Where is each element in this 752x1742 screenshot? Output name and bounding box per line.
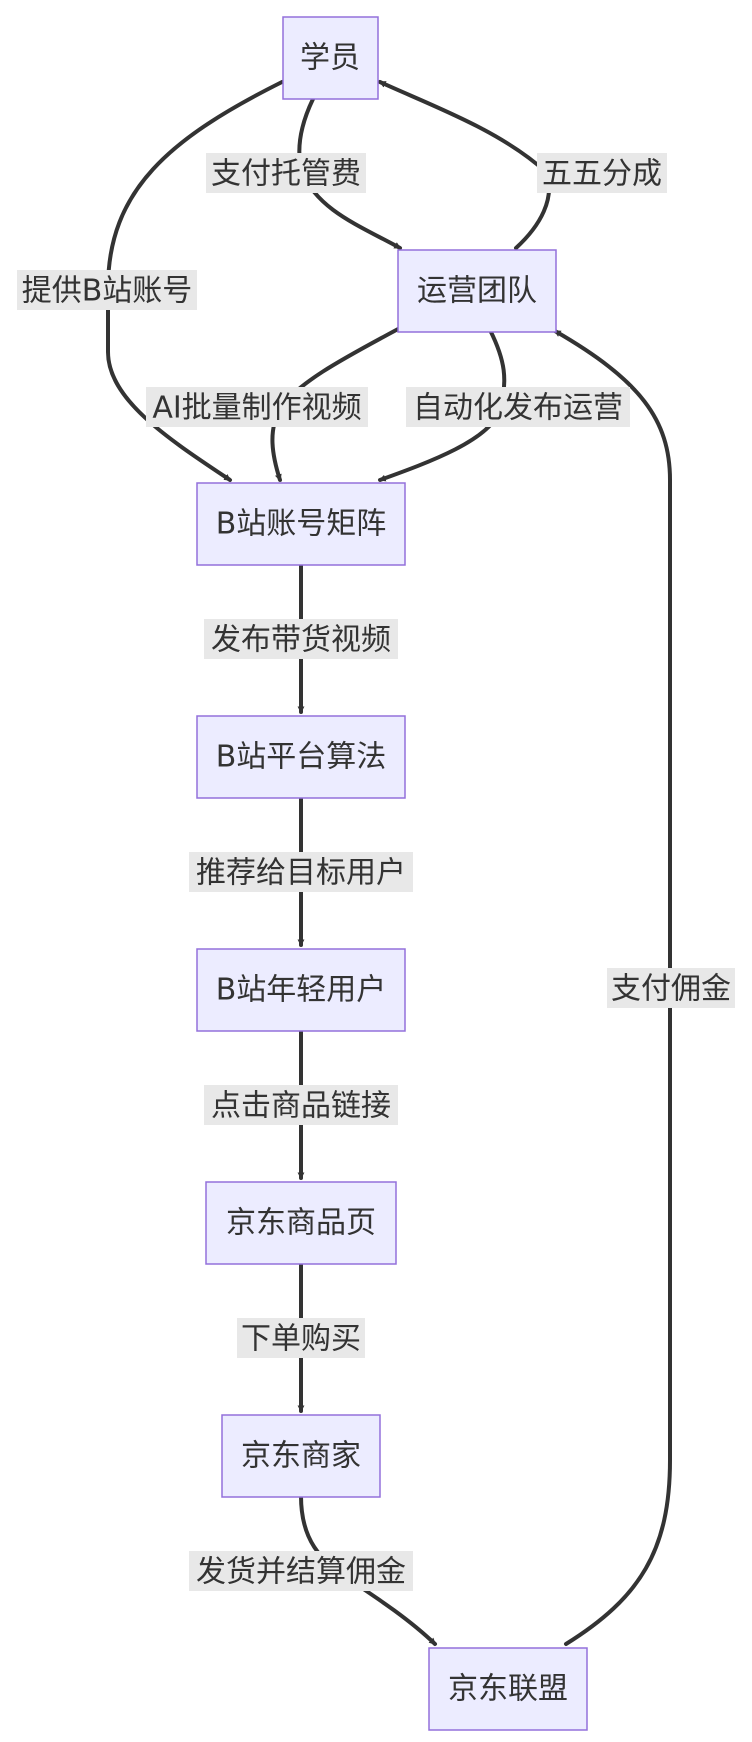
svg-text:学员: 学员 xyxy=(300,41,360,76)
edge-label-click-link: 点击商品链接 xyxy=(204,1085,398,1125)
edge-label-ship-settle: 发货并结算佣金 xyxy=(189,1551,413,1591)
svg-text:AI批量制作视频: AI批量制作视频 xyxy=(152,391,361,426)
svg-text:支付佣金: 支付佣金 xyxy=(611,972,731,1007)
svg-text:推荐给目标用户: 推荐给目标用户 xyxy=(196,856,406,891)
svg-text:发布带货视频: 发布带货视频 xyxy=(211,623,391,658)
node-young-users[interactable]: B站年轻用户 xyxy=(196,948,406,1032)
edge-label-provide-account: 提供B站账号 xyxy=(17,270,197,310)
svg-text:五五分成: 五五分成 xyxy=(542,157,662,192)
edge-label-recommend-users: 推荐给目标用户 xyxy=(189,852,413,892)
edge-union-to-team xyxy=(553,329,672,1646)
edge-team-to-student xyxy=(378,80,552,250)
edge-label-publish-videos: 发布带货视频 xyxy=(204,619,398,659)
node-student[interactable]: 学员 xyxy=(282,16,379,100)
node-account-matrix[interactable]: B站账号矩阵 xyxy=(196,482,406,566)
svg-text:京东联盟: 京东联盟 xyxy=(448,1672,568,1707)
svg-text:自动化发布运营: 自动化发布运营 xyxy=(413,391,623,426)
node-jd-product-page[interactable]: 京东商品页 xyxy=(205,1181,397,1265)
svg-text:B站账号矩阵: B站账号矩阵 xyxy=(216,507,387,542)
edge-label-ai-batch-videos: AI批量制作视频 xyxy=(146,387,368,427)
svg-text:京东商家: 京东商家 xyxy=(241,1439,361,1474)
svg-text:点击商品链接: 点击商品链接 xyxy=(211,1089,391,1124)
svg-text:下单购买: 下单购买 xyxy=(241,1322,361,1357)
node-platform-algorithm[interactable]: B站平台算法 xyxy=(196,715,406,799)
node-jd-merchant[interactable]: 京东商家 xyxy=(221,1414,381,1498)
node-jd-union[interactable]: 京东联盟 xyxy=(428,1647,588,1731)
svg-text:发货并结算佣金: 发货并结算佣金 xyxy=(196,1555,406,1590)
svg-text:B站年轻用户: B站年轻用户 xyxy=(216,973,387,1008)
edge-label-pay-hosting-fee: 支付托管费 xyxy=(206,153,366,193)
edge-label-profit-split: 五五分成 xyxy=(537,153,667,193)
svg-text:京东商品页: 京东商品页 xyxy=(226,1206,376,1241)
svg-text:提供B站账号: 提供B站账号 xyxy=(22,274,193,309)
node-ops-team[interactable]: 运营团队 xyxy=(397,249,557,333)
svg-text:支付托管费: 支付托管费 xyxy=(211,157,361,192)
edge-label-auto-publish: 自动化发布运营 xyxy=(406,387,630,427)
svg-text:B站平台算法: B站平台算法 xyxy=(216,740,387,775)
edge-label-place-order: 下单购买 xyxy=(237,1318,365,1358)
svg-text:运营团队: 运营团队 xyxy=(417,274,537,309)
edge-label-pay-commission: 支付佣金 xyxy=(607,968,735,1008)
